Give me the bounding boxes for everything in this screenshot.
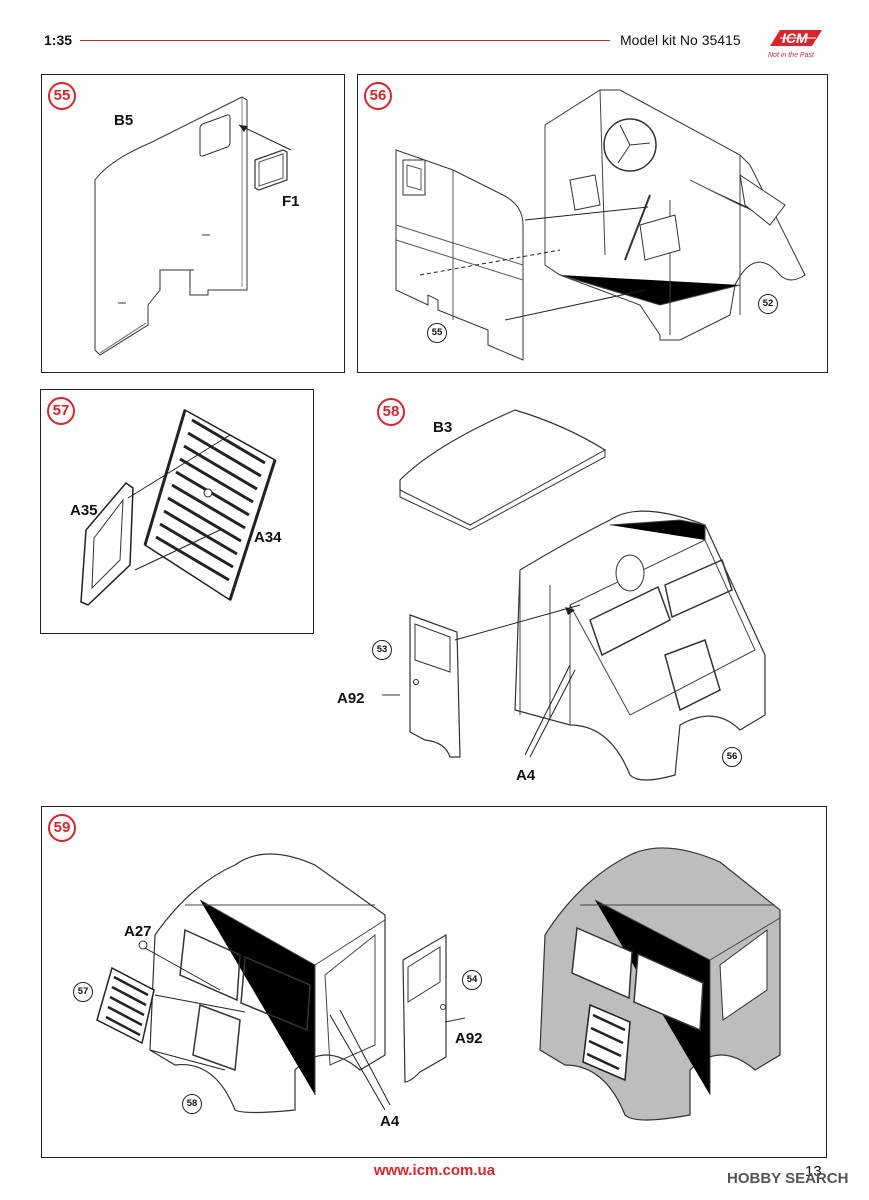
step-58-badge: 58 [377, 398, 405, 426]
frame-a35-drawing [78, 480, 138, 610]
door-drawing-step59 [400, 932, 450, 1087]
step-57-panel [40, 389, 314, 634]
part-label-b3: B3 [433, 419, 453, 436]
part-label-a35: A35 [70, 502, 98, 519]
step-59-badge: 59 [48, 814, 76, 842]
part-label-a4-step59: A4 [380, 1113, 400, 1130]
step-59-panel [41, 806, 827, 1158]
logo-text: ICM [782, 30, 808, 46]
step-56-guide-lines [420, 205, 650, 325]
ref-58: 58 [182, 1094, 202, 1114]
step-55-arrow [236, 122, 296, 152]
step-58-guide-lines [340, 595, 590, 765]
step-59-finished-cab-drawing [535, 840, 785, 1125]
step-59-guide-lines [135, 940, 405, 1115]
step-55-panel [41, 74, 345, 373]
page-number: 13 [805, 1163, 822, 1180]
model-kit-label: Model kit No 35415 [620, 32, 741, 48]
door-drawing-step58 [405, 612, 465, 762]
step-56-badge: 56 [364, 82, 392, 110]
icm-logo: ICM Not in the Past [760, 24, 830, 68]
step-55-badge: 55 [48, 82, 76, 110]
step-59-grille-drawing [92, 965, 157, 1045]
header-rule-left [80, 40, 610, 41]
roof-b3-drawing [395, 405, 610, 530]
ref-53: 53 [372, 640, 392, 660]
ref-55: 55 [427, 323, 447, 343]
step-57-badge: 57 [47, 397, 75, 425]
step-56-panel [357, 74, 828, 373]
part-label-a27: A27 [124, 923, 152, 940]
wall-panel-b5-drawing [90, 95, 270, 360]
ref-52: 52 [758, 294, 778, 314]
website-link[interactable]: www.icm.com.ua [373, 1162, 496, 1179]
part-label-b5: B5 [114, 112, 134, 129]
step-57-guide-lines [125, 430, 235, 580]
ref-54: 54 [462, 970, 482, 990]
part-label-f1: F1 [282, 193, 300, 210]
step-59-cab-drawing [145, 845, 390, 1115]
window-f1-drawing [253, 148, 293, 193]
logo-tagline: Not in the Past [768, 52, 814, 59]
scale-label: 1:35 [44, 32, 73, 48]
grille-a34-drawing [140, 405, 275, 605]
hobby-search-watermark: HOBBY SEARCH [727, 1170, 849, 1187]
step-56-wall-drawing [393, 145, 533, 365]
ref-57: 57 [73, 982, 93, 1002]
part-label-a4-step58: A4 [516, 767, 536, 784]
part-label-a34: A34 [254, 529, 282, 546]
part-label-a92-step59: A92 [455, 1030, 483, 1047]
part-label-a92-step58: A92 [337, 690, 365, 707]
step-56-cabin-interior-drawing [540, 85, 805, 350]
ref-56: 56 [722, 747, 742, 767]
